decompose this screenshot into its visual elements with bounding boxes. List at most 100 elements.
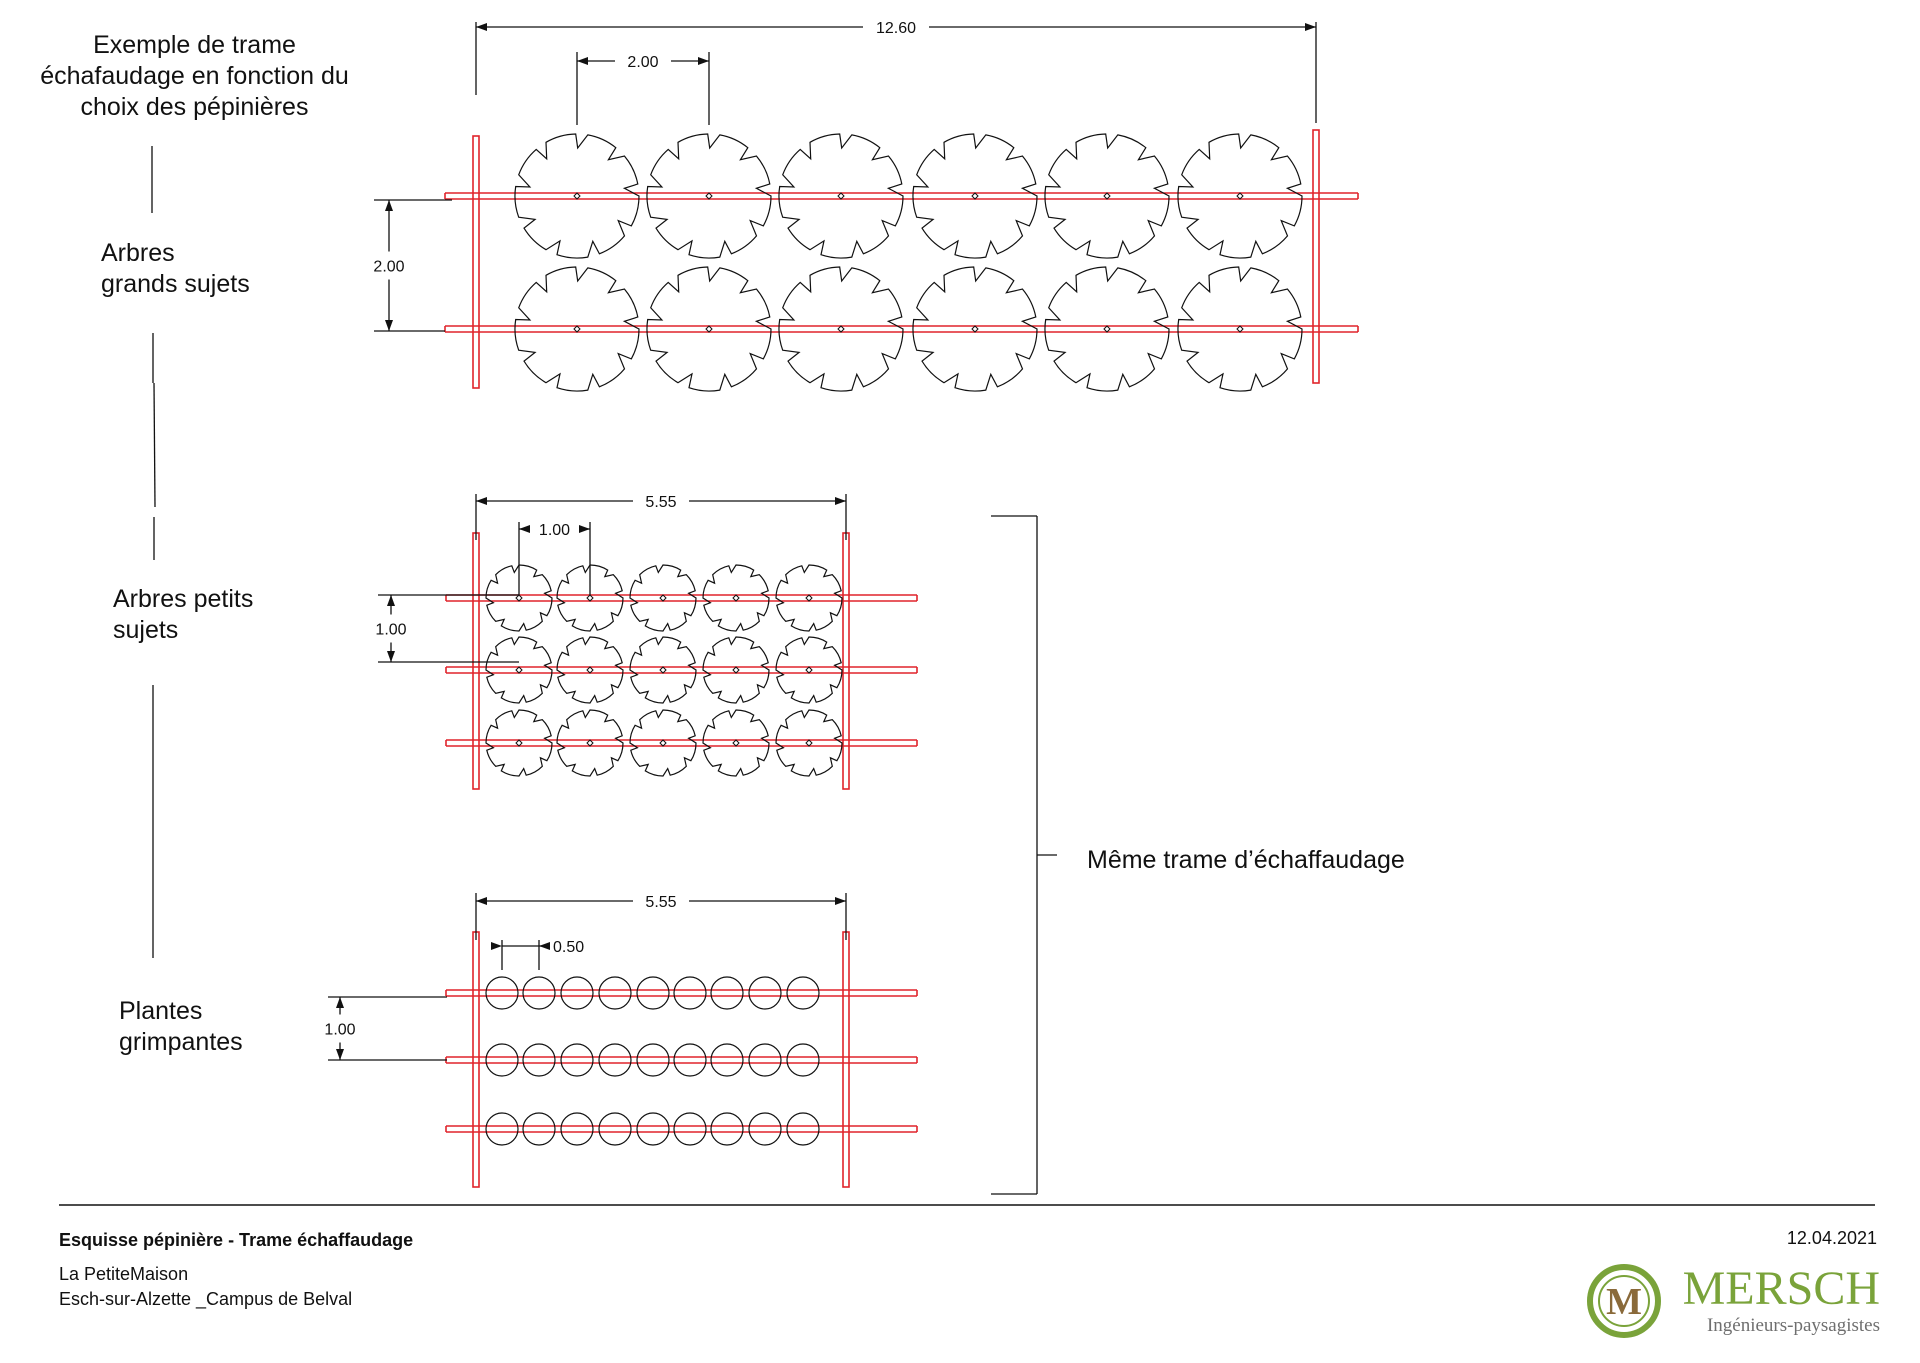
- small-trees-post-right: [842, 532, 850, 790]
- small-tree-r3-c4: [702, 709, 770, 777]
- small-tree-r2-c4: [702, 636, 770, 704]
- climber-r1-c7: [710, 976, 744, 1010]
- small-tree-r2-c5: [775, 636, 843, 704]
- footer-title: Esquisse pépinière - Trame échaffaudage: [59, 1230, 414, 1250]
- climbers-line-2: grimpantes: [119, 1028, 243, 1056]
- small-tree-r2-c2-center-marker: [586, 666, 594, 674]
- large-tree-r1-c5: [1044, 133, 1170, 259]
- mersch-logo: M MERSCH Ingénieurs-paysagistes: [1587, 1262, 1880, 1338]
- small-tree-r1-c4-center-marker: [732, 594, 740, 602]
- large-tree-r2-c5-center-marker: [1103, 325, 1111, 333]
- large-trees-post-left: [472, 135, 480, 389]
- climber-r1-c8: [748, 976, 782, 1010]
- large-trees-spacing-dim-arrow-left: [577, 57, 588, 65]
- climber-r3-c8: [748, 1112, 782, 1146]
- small-tree-r1-c3: [629, 564, 697, 632]
- climber-r3-c6: [673, 1112, 707, 1146]
- left-separator-3: [153, 382, 156, 508]
- large-trees-line-1: Arbres: [101, 239, 175, 267]
- logo-tagline: Ingénieurs-paysagistes: [1707, 1315, 1880, 1336]
- small-trees-post-left: [472, 532, 480, 790]
- large-trees-label: Arbres grands sujets: [101, 238, 250, 300]
- small-trees-row-dim-value: 1.00: [375, 622, 406, 639]
- climbers-width-dim-arrow-left: [476, 897, 487, 905]
- climber-r2-c6: [673, 1043, 707, 1077]
- intro-label: Exemple de trame échafaudage en fonction…: [22, 30, 367, 123]
- same-grid-label: Même trame d’échaffaudage: [1087, 846, 1405, 874]
- large-tree-r1-c4-center-marker: [971, 192, 979, 200]
- small-trees-line-2: sujets: [113, 616, 179, 644]
- climbers-row-dim-arrow-top: [336, 997, 344, 1008]
- intro-line-2: échafaudage en fonction du: [40, 62, 349, 90]
- small-tree-r2-c1: [485, 636, 553, 704]
- climber-r3-c4: [598, 1112, 632, 1146]
- intro-line-1: Exemple de trame: [93, 31, 296, 59]
- small-tree-r3-c2-center-marker: [586, 739, 594, 747]
- large-trees-line-2: grands sujets: [101, 270, 250, 298]
- large-tree-r2-c4: [912, 266, 1038, 392]
- climber-r1-c6: [673, 976, 707, 1010]
- small-tree-r1-c5-center-marker: [805, 594, 813, 602]
- annotation-lines: [59, 146, 1875, 1206]
- small-tree-r3-c1-center-marker: [515, 739, 523, 747]
- small-tree-r3-c4-center-marker: [732, 739, 740, 747]
- climber-r2-c5: [636, 1043, 670, 1077]
- large-trees-row-dim-arrow-top: [385, 200, 393, 211]
- climber-r3-c3: [560, 1112, 594, 1146]
- footer-date: 12.04.2021: [1786, 1228, 1877, 1248]
- climber-r1-c9: [786, 976, 820, 1010]
- large-tree-r2-c1-center-marker: [573, 325, 581, 333]
- small-tree-r2-c3: [629, 636, 697, 704]
- large-tree-r1-c4: [912, 133, 1038, 259]
- large-tree-r2-c5: [1044, 266, 1170, 392]
- small-trees-spacing-dim-value: 1.00: [539, 522, 570, 539]
- climber-r2-c1: [485, 1043, 519, 1077]
- large-trees-spacing-dim-value: 2.00: [627, 54, 658, 71]
- climber-r2-c9: [786, 1043, 820, 1077]
- logo-ring: [1587, 1264, 1661, 1338]
- climber-r3-c9: [786, 1112, 820, 1146]
- large-tree-r1-c3: [778, 133, 904, 259]
- small-tree-r1-c1-center-marker: [515, 594, 523, 602]
- large-trees-width-dim-arrow-right: [1305, 23, 1316, 31]
- climbers-line-1: Plantes: [119, 997, 203, 1025]
- large-trees-width-dim-value: 12.60: [876, 20, 916, 37]
- climbers-spacing-dim-arrow-left: [491, 942, 502, 950]
- climber-r1-c3: [560, 976, 594, 1010]
- small-trees-width-dim-arrow-right: [835, 497, 846, 505]
- climbers-row-dim-value: 1.00: [324, 1022, 355, 1039]
- small-tree-r1-c4: [702, 564, 770, 632]
- small-tree-r1-c5: [775, 564, 843, 632]
- footer-location: Esch-sur-Alzette _Campus de Belval: [59, 1289, 353, 1309]
- large-trees-row-dim-value: 2.00: [373, 259, 404, 276]
- small-trees-width-dim-value: 5.55: [645, 494, 676, 511]
- small-trees-row-dim-arrow-top: [387, 595, 395, 606]
- dimensions-layer: 12.602.002.005.551.001.005.550.501.00: [324, 20, 1317, 1061]
- large-tree-r2-c6: [1177, 266, 1303, 392]
- plants-layer: [485, 133, 1303, 1146]
- large-tree-r2-c2-center-marker: [705, 325, 713, 333]
- climber-r3-c7: [710, 1112, 744, 1146]
- small-tree-r3-c5: [775, 709, 843, 777]
- climber-r1-c4: [598, 976, 632, 1010]
- climbers-width-dim-value: 5.55: [645, 894, 676, 911]
- climber-r1-c2: [522, 976, 556, 1010]
- large-tree-r1-c1-center-marker: [573, 192, 581, 200]
- large-trees-width-dim-arrow-left: [476, 23, 487, 31]
- climbers-post-right: [842, 931, 850, 1188]
- small-trees-row-dim-arrow-bottom: [387, 651, 395, 662]
- logo-inner-ring: [1598, 1275, 1650, 1327]
- small-tree-r2-c4-center-marker: [732, 666, 740, 674]
- large-tree-r1-c2: [646, 133, 772, 259]
- small-tree-r3-c3-center-marker: [659, 739, 667, 747]
- small-tree-r1-c1: [485, 564, 553, 632]
- small-trees-line-1: Arbres petits: [113, 585, 254, 613]
- large-tree-r1-c6-center-marker: [1236, 192, 1244, 200]
- climbers-row-dim-arrow-bottom: [336, 1049, 344, 1060]
- small-tree-r2-c3-center-marker: [659, 666, 667, 674]
- large-tree-r1-c6: [1177, 133, 1303, 259]
- large-tree-r2-c3-center-marker: [837, 325, 845, 333]
- large-tree-r1-c5-center-marker: [1103, 192, 1111, 200]
- climber-r1-c5: [636, 976, 670, 1010]
